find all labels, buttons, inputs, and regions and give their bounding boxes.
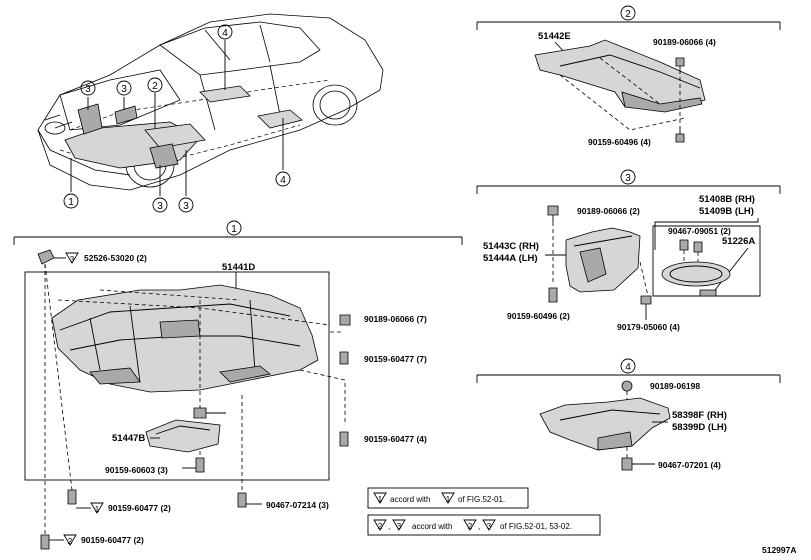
part-51441D: 51441D [222,262,255,273]
note2-mid: of FIG.52-01, 53-02. [500,522,572,531]
car-illustration: 3 3 2 4 1 3 3 4 [37,13,384,213]
part-51409B: 51409B (LH) [699,206,754,217]
note2-triangle-b: 3 [397,522,402,531]
car-callout-3b: 3 [121,84,127,95]
triangle-mark-3-clip: 3 [70,255,75,264]
part-52526-53020: 52526-53020 (2) [84,253,147,263]
part-90159-60477-7: 90159-60477 (7) [364,354,427,364]
part-90189-06198: 90189-06198 [650,381,700,391]
section-4: 4 90189-06198 58398F (RH) 58399D (LH) 90… [476,358,781,471]
note2-pre: accord with [412,522,452,531]
figure-id: 512997A [762,545,797,555]
car-callout-2: 2 [152,81,158,92]
section-2: 2 51442E 90189-06066 (4) 90159-60496 (4) [476,5,781,147]
part-90189-06066-2: 90189-06066 (2) [577,206,640,216]
note1-pre: accord with [390,495,430,504]
part-90189-06066-4: 90189-06066 (4) [653,37,716,47]
car-callout-4b: 4 [280,175,286,186]
part-90159-60477-4: 90159-60477 (4) [364,434,427,444]
note2-comma-b: , [478,522,480,531]
triangle-mark-2-bolt: 2 [68,537,73,546]
note1-triangle-b: 1 [446,495,451,504]
section-marker-1: 1 [231,224,237,235]
note2-triangle-d: 3 [487,522,492,531]
note1-triangle-a: 1 [378,495,383,504]
part-58398F: 58398F (RH) [672,410,727,421]
part-58399D: 58399D (LH) [672,422,727,433]
part-51444A: 51444A (LH) [483,253,538,264]
section-marker-2: 2 [625,9,631,20]
car-callout-3a: 3 [85,84,91,95]
part-90159-60477-2a: 90159-60477 (2) [108,503,171,513]
note2-triangle-c: 2 [468,522,473,531]
part-51442E: 51442E [538,31,571,42]
part-90467-07201: 90467-07201 (4) [658,460,721,470]
part-90467-07214: 90467-07214 (3) [266,500,329,510]
section-3: 3 90189-06066 (2) 51408B (RH) 51409B (LH… [476,169,781,332]
note2-triangle-a: 2 [378,522,383,531]
part-90159-60496-2: 90159-60496 (2) [507,311,570,321]
car-callout-4a: 4 [222,28,228,39]
part-90179-05060: 90179-05060 (4) [617,322,680,332]
part-51447B: 51447B [112,433,145,444]
notes: 1 accord with 1 of FIG.52-01. 2 , 3 acco… [367,487,601,536]
triangle-mark-1-bolt: 1 [95,505,100,514]
part-90159-60496-4: 90159-60496 (4) [588,137,651,147]
section-1: 1 3 52526-53020 (2) 51441D 90189-06066 (… [13,220,463,550]
part-90159-60477-2b: 90159-60477 (2) [81,535,144,545]
part-51443C: 51443C (RH) [483,241,539,252]
part-90189-06066-7: 90189-06066 (7) [364,314,427,324]
part-51226A: 51226A [722,236,755,247]
part-51408B: 51408B (RH) [699,194,755,205]
section-marker-3: 3 [625,173,631,184]
car-callout-3d: 3 [183,201,189,212]
note2-comma-a: , [388,522,390,531]
car-callout-1: 1 [68,197,74,208]
part-90467-09051: 90467-09051 (2) [668,226,731,236]
note1-mid: of FIG.52-01. [458,495,505,504]
car-callout-3c: 3 [157,201,163,212]
part-90159-60603: 90159-60603 (3) [105,465,168,475]
section-marker-4: 4 [625,362,631,373]
